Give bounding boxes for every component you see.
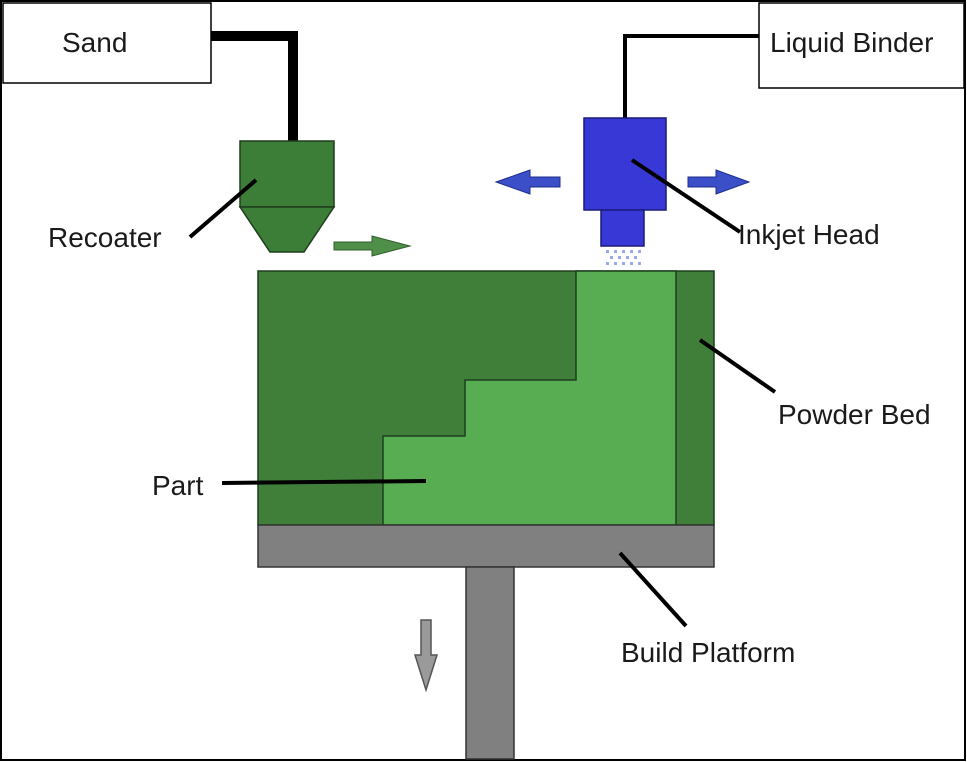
inkjet-head-leader-line [630, 158, 742, 234]
build-platform-label: Build Platform [621, 637, 795, 668]
inkjet-head [583, 117, 667, 247]
recoater [238, 140, 336, 253]
binder-feed-line [623, 34, 759, 118]
sand-box [2, 2, 212, 84]
build-platform-leader-line [618, 551, 688, 628]
inkjet-head-body [583, 117, 667, 211]
platform-piston [465, 566, 515, 760]
liquid-binder-box [758, 2, 965, 89]
platform-down-arrow [413, 619, 439, 693]
inkjet-right-arrow [687, 169, 751, 195]
recoater-leader-line [188, 178, 258, 239]
liquid-binder-label: Liquid Binder [770, 27, 933, 58]
sand-feed-pipe [211, 31, 298, 143]
binder-spray [606, 250, 641, 265]
sand-label: Sand [62, 27, 127, 58]
build-platform [257, 524, 715, 568]
inkjet-head-label: Inkjet Head [738, 219, 880, 250]
recoater-body [239, 140, 335, 208]
recoater-hopper [238, 206, 336, 253]
recoater-direction-arrow [333, 235, 412, 257]
powder-bed-label: Powder Bed [778, 399, 931, 430]
recoater-label: Recoater [48, 222, 162, 253]
part-label: Part [152, 470, 204, 501]
part-leader-line [221, 479, 427, 485]
inkjet-left-arrow [494, 169, 561, 195]
inkjet-nozzle [600, 209, 645, 247]
powder-bed-leader-line [698, 338, 777, 394]
part [382, 270, 677, 526]
